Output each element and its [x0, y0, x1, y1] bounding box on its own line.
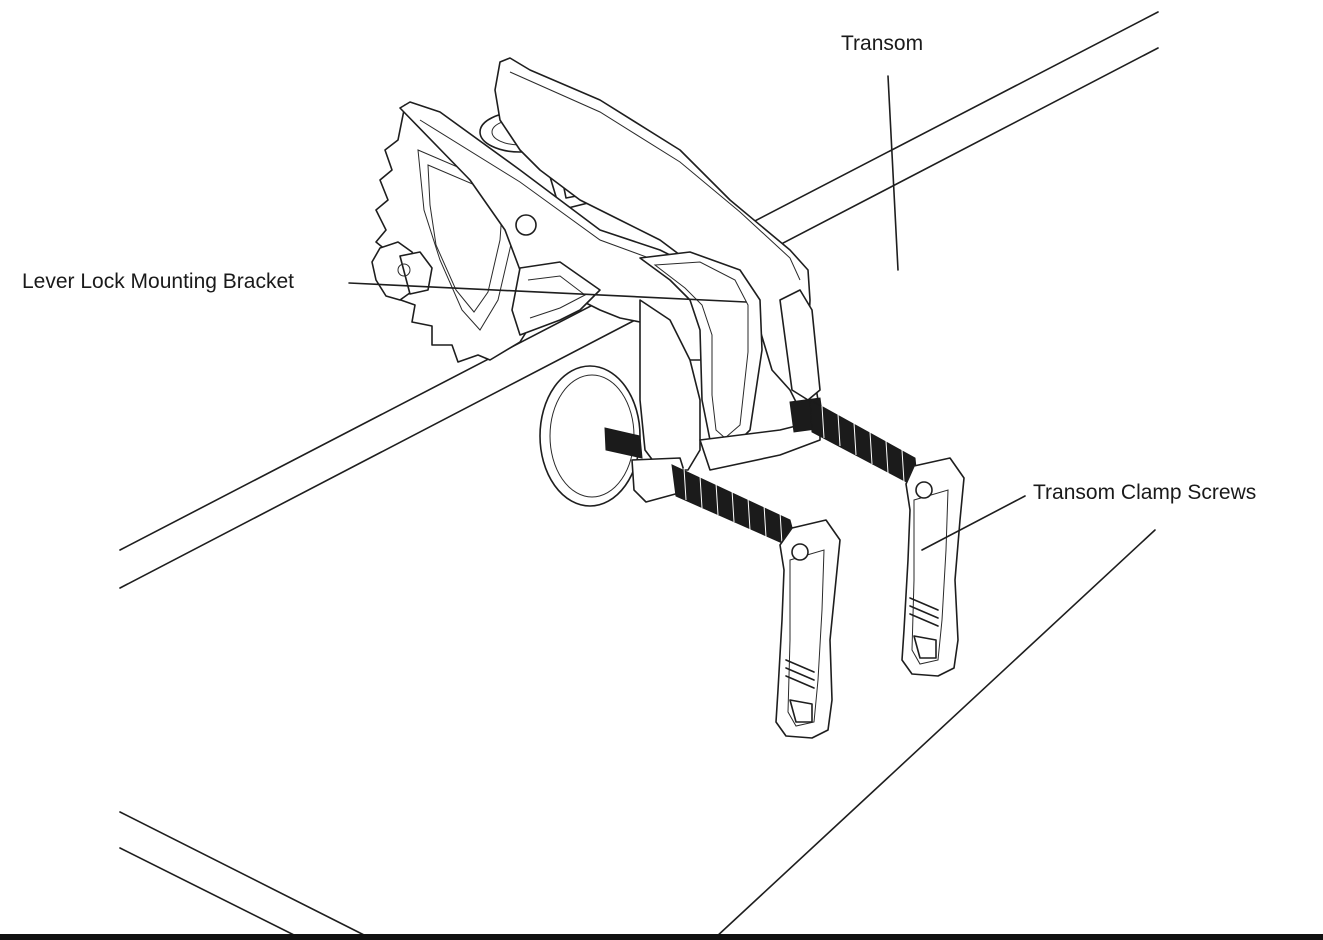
lever-lock-mounting-bracket-label: Lever Lock Mounting Bracket	[22, 270, 294, 293]
clamp-handle-rear	[901, 457, 965, 677]
leader-lines	[348, 75, 1026, 551]
clamp-screw-rear	[789, 397, 919, 489]
transom-label: Transom	[841, 32, 924, 55]
transom-clamp-screws-label: Transom Clamp Screws	[1033, 481, 1257, 504]
clamp-screw-front	[604, 427, 799, 551]
clamp-handle-front	[775, 519, 841, 739]
leader-clamp-screws	[921, 495, 1026, 551]
bottom-border-bar	[0, 934, 1323, 940]
leader-lever-lock	[348, 282, 747, 303]
leader-transom	[887, 75, 899, 271]
